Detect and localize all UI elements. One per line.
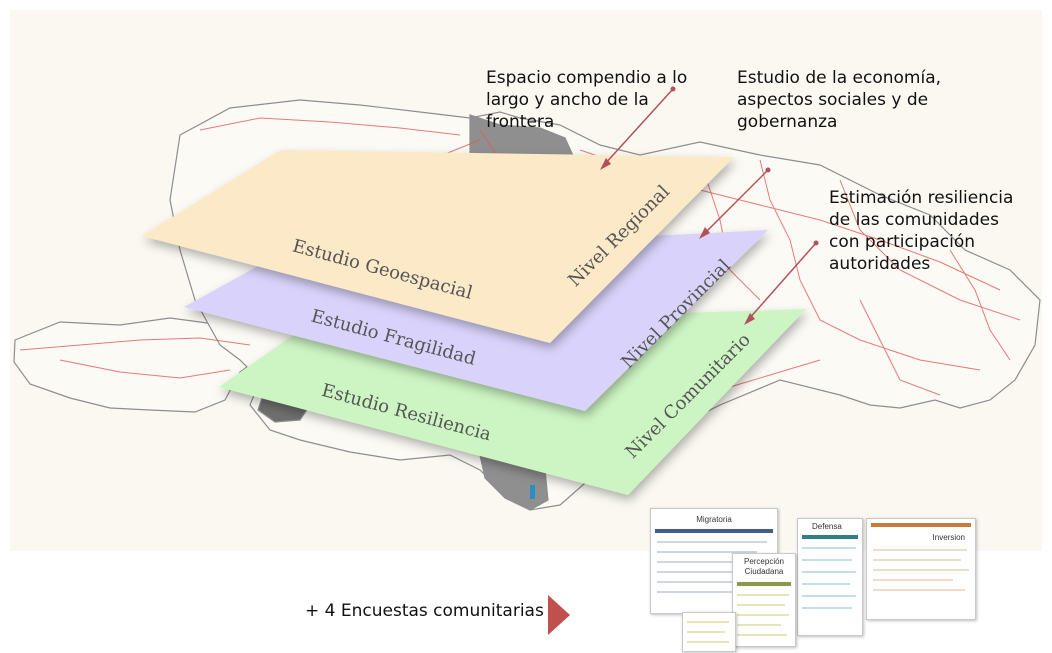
annotation-economia: Estudio de la economía, aspectos sociale… — [737, 68, 942, 132]
annotation-arrows — [600, 86, 819, 325]
survey-title-defensa: Defensa — [812, 522, 862, 532]
annotation-resiliencia: Estimación resiliencia de las comunidade… — [829, 188, 1014, 274]
layer-plane-regional — [142, 150, 734, 343]
lake-marker — [530, 485, 535, 499]
annotation-espacio: Espacio compendio a lo largo y ancho de … — [486, 68, 688, 132]
layer-plane-comunitario — [219, 309, 806, 495]
survey-accent-band — [655, 529, 773, 533]
survey-thumbnail-defensa: Defensa — [797, 518, 863, 636]
surveys-label: + 4 Encuestas comunitarias — [305, 601, 544, 621]
chevron-right-icon — [548, 595, 570, 635]
survey-accent-band — [871, 523, 971, 527]
survey-title-migratoria: Migratoria — [651, 515, 777, 525]
survey-thumbnail-percepcion: Percepción Ciudadana — [732, 553, 796, 647]
arrow-regional — [603, 88, 674, 166]
arrow-comunitario — [747, 242, 817, 321]
survey-accent-band — [802, 535, 858, 539]
survey-title-percepcion: Percepción Ciudadana — [733, 557, 795, 577]
arrow-provincial — [703, 169, 769, 235]
survey-accent-band — [737, 582, 791, 586]
survey-thumbnail-extra — [682, 612, 736, 652]
layer-comunitario: Estudio Resiliencia Nivel Comunitario — [219, 309, 806, 495]
survey-thumbnail-inversion: Inversion — [866, 518, 976, 620]
survey-title-inversion: Inversion — [932, 533, 965, 543]
